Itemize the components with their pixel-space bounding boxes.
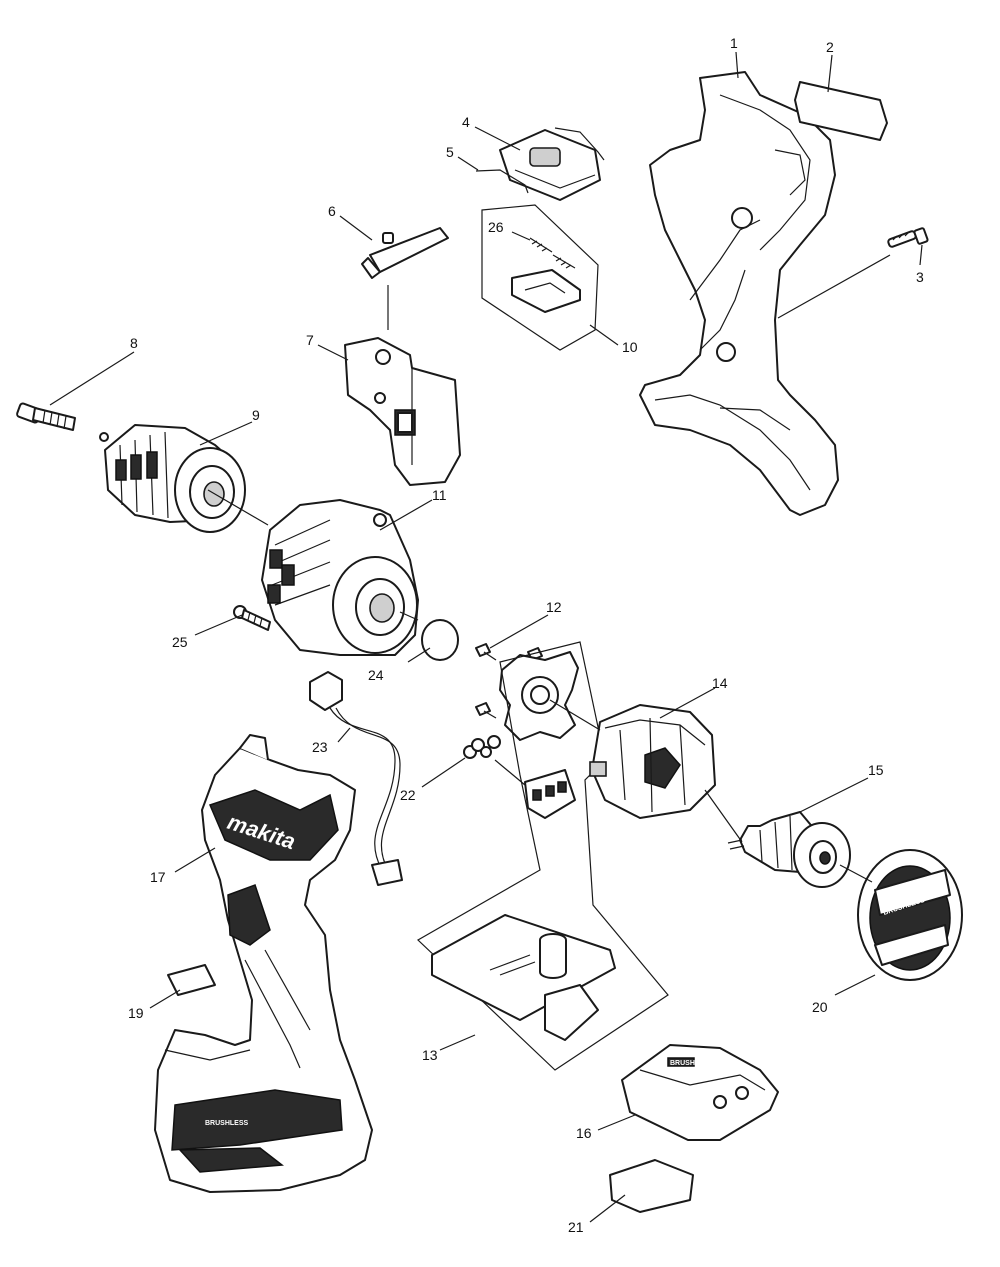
callout-15: 15	[868, 762, 884, 778]
part-wire-harness	[309, 671, 403, 886]
part-stator	[589, 704, 716, 819]
part-rotor	[727, 811, 851, 888]
part-label-strip	[794, 81, 888, 141]
part-switch	[344, 337, 461, 486]
callout-22: 22	[400, 787, 416, 803]
part-kit-box-13	[417, 641, 669, 1071]
part-sensor-plate	[499, 651, 579, 741]
callout-14: 14	[712, 675, 728, 691]
callout-8: 8	[130, 335, 138, 351]
callout-5: 5	[446, 144, 454, 160]
battery-mount-text: BRUSHLESS	[670, 1060, 714, 1067]
callout-16: 16	[576, 1125, 592, 1141]
callout-7: 7	[306, 332, 314, 348]
part-battery-mount: BRUSHLESS	[621, 1044, 779, 1141]
callout-24: 24	[368, 667, 384, 683]
part-controller	[431, 914, 616, 1041]
callout-25: 25	[172, 634, 188, 650]
callout-19: 19	[128, 1005, 144, 1021]
callout-2: 2	[826, 39, 834, 55]
callout-1: 1	[730, 35, 738, 51]
callout-6: 6	[328, 203, 336, 219]
part-screws-22	[463, 735, 501, 759]
part-screws-12	[475, 643, 543, 719]
callout-12: 12	[546, 599, 562, 615]
callout-17: 17	[150, 869, 166, 885]
callout-21: 21	[568, 1219, 584, 1235]
part-terminal-block	[524, 769, 576, 819]
callout-26: 26	[488, 219, 504, 235]
part-switch-plate	[499, 129, 601, 201]
part-slider-10	[511, 269, 581, 313]
part-drill-chuck	[99, 424, 246, 533]
part-reverse-lever	[361, 227, 449, 279]
part-springs-26	[529, 237, 576, 269]
callout-20: 20	[812, 999, 828, 1015]
part-gear-assembly	[261, 499, 419, 656]
callout-3: 3	[916, 269, 924, 285]
leader-lines	[49, 51, 923, 1223]
callout-11: 11	[432, 487, 447, 503]
part-o-ring	[421, 619, 459, 661]
part-housing-right	[639, 71, 839, 516]
part-screw-8	[16, 402, 76, 431]
part-housing-left: makita BRUSHLESS	[154, 734, 373, 1193]
callout-4: 4	[462, 114, 470, 130]
callout-23: 23	[312, 739, 328, 755]
handle-brand-text: BRUSHLESS	[205, 1120, 249, 1127]
part-motor-cover: BRUSHLESS	[857, 849, 963, 981]
callout-9: 9	[252, 407, 260, 423]
part-screw-25	[233, 605, 271, 631]
part-screw-3	[887, 227, 929, 248]
part-spring-wire	[475, 127, 605, 194]
callout-13: 13	[422, 1047, 438, 1063]
part-label-19	[167, 964, 216, 996]
callout-numbers: 1 2 3 4 5 6 7 8 9 10 11 12 13 14 15 16 1…	[128, 35, 924, 1235]
part-label-21	[609, 1159, 694, 1213]
callout-10: 10	[622, 339, 638, 355]
part-kit-box-10	[481, 204, 599, 351]
